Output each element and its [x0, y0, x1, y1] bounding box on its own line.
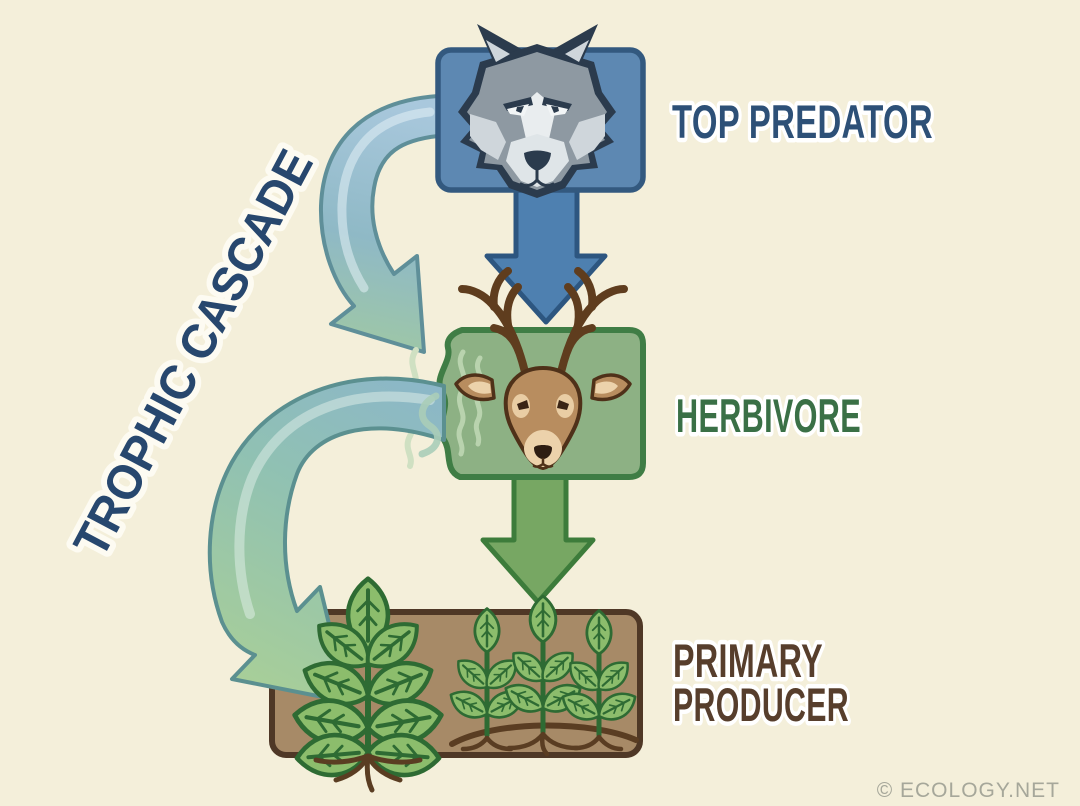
deer-icon [454, 267, 632, 470]
wolf-icon [458, 24, 616, 198]
arrow-herbivore-to-producer [480, 471, 596, 605]
watermark: © ECOLOGY.NET [877, 779, 1060, 802]
label-primary-producer-line1: PRIMARY [673, 634, 823, 687]
plant-roots [313, 753, 423, 793]
wave-line [456, 349, 467, 457]
cascade-arrow-2 [207, 376, 446, 704]
plants-icon [291, 579, 642, 793]
large-plant [291, 579, 445, 793]
sprout [556, 609, 642, 752]
label-top-predator: TOP PREDATOR [672, 95, 933, 148]
label-primary-producer-line2: PRODUCER [673, 678, 849, 731]
wave-line [473, 355, 484, 447]
label-herbivore: HERBIVORE [676, 389, 861, 442]
cascade-arrow-1 [318, 94, 440, 354]
